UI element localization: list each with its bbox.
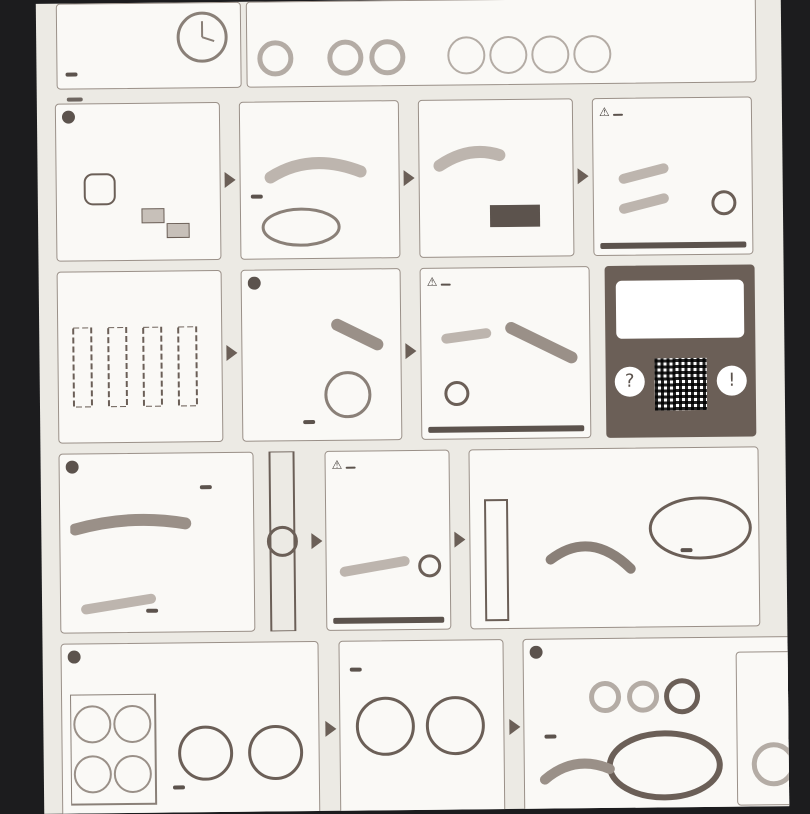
character-frame-part [257,40,293,76]
watch-face-illustration [172,7,233,68]
step-4-title [68,648,312,667]
step-1-panel [55,102,222,262]
step-3-title [66,459,247,477]
main-body-badge [440,284,450,286]
step-3-panel [58,452,255,634]
caution-panel-1: ⚠ [592,96,754,256]
frame-part-1 [327,39,363,75]
qr-advice-panel: ? ! [605,264,757,438]
caution-icon: ⚠ [332,458,343,472]
step-3-number [66,460,79,473]
frame-ring-1 [589,681,621,713]
arrow-right [405,343,416,359]
arrow-right [325,721,336,737]
side-view-label [681,548,693,552]
correct-angle-bar-2 [428,425,584,433]
caution-title-1: ⚠ [599,104,745,120]
row-3: ⚠ [58,446,765,633]
caution-icon: ⚠ [427,275,438,289]
correct-angle-bar-3 [333,617,444,624]
parts-list-panel [246,0,757,88]
arrow-right [509,719,520,735]
frame-ring-3 [664,678,700,714]
frame-ring-2 [627,680,659,712]
step-2-panel [241,268,403,442]
assembled-belt-panel [258,451,305,631]
frame-part-2 [369,39,405,75]
row-4 [60,636,767,814]
arrow-right [404,170,415,186]
qr-code[interactable] [655,358,708,411]
design-film-illustration [70,692,316,814]
buckle-open-panel [468,446,760,629]
caution-panel-3: ⚠ [324,450,451,631]
step-4-panel [60,641,320,814]
row-1: ⚠ [55,96,762,261]
enlarged-view-label-2 [544,735,556,739]
watch-notes-panel [56,2,242,90]
how-to-play-heading [67,97,83,101]
step-2-title [248,275,394,293]
arrow-right [454,531,465,547]
belt-attach-illustration [250,131,391,252]
body-attach-illustration [257,309,388,420]
row-2: ⚠ ? ! [57,264,764,443]
watch-type-label [66,72,78,76]
diagonal-view-label-3 [146,609,158,613]
step-1-title [62,109,213,127]
instruction-sheet: ⚠ [36,0,789,814]
belt-parts-badge [613,114,623,116]
belt-removal-panel [418,98,575,258]
step-2-number [248,277,261,290]
buckle-angle-illustration [334,511,445,597]
step-5-panel [522,636,789,814]
body-angle-illustration [431,312,582,409]
design-film-2 [489,36,527,74]
buckle-illustration [70,498,196,629]
arrow-right [311,533,322,549]
correct-angle-bar [600,241,746,249]
exclamation-icon: ! [717,365,747,395]
film-removal-panel [338,639,505,814]
step-1-number [62,111,75,124]
step-1-detail-panel [239,100,401,260]
caution-panel-2: ⚠ [420,266,592,440]
belt-removal-illustration [429,129,565,245]
angle-illustration [603,148,744,229]
point-label-2 [350,668,362,672]
question-icon: ? [615,367,645,397]
character-frame-note [736,651,790,806]
buckle-open-illustration [480,487,756,625]
buckle-badge [345,467,355,469]
film-removal-illustration [350,680,496,772]
character-frame-ring [752,742,790,786]
belt-combination-panel [57,270,224,444]
arrow-right [226,345,237,361]
belt-patterns-illustration [68,326,214,408]
assembled-belt-illustration [263,451,301,631]
step-5-number [530,646,543,659]
step-4-number [68,650,81,663]
frame-attach-illustration [534,723,735,810]
design-film-3 [531,35,569,73]
enlarged-view-label [173,785,185,789]
diagonal-view-label [251,195,263,199]
parts-strip [36,0,782,92]
fist-illustration [76,164,127,215]
design-film-1 [447,36,485,74]
design-film-4 [573,35,611,73]
point-label [200,485,212,489]
advice-banner [616,280,745,339]
arrow-right [578,168,589,184]
arrow-right [225,172,236,188]
caution-title-2: ⚠ [427,273,583,289]
caution-title-3: ⚠ [332,457,443,472]
diagonal-view-label-2 [303,420,315,424]
half-belt-illustration [137,203,207,249]
caution-icon: ⚠ [599,105,610,119]
